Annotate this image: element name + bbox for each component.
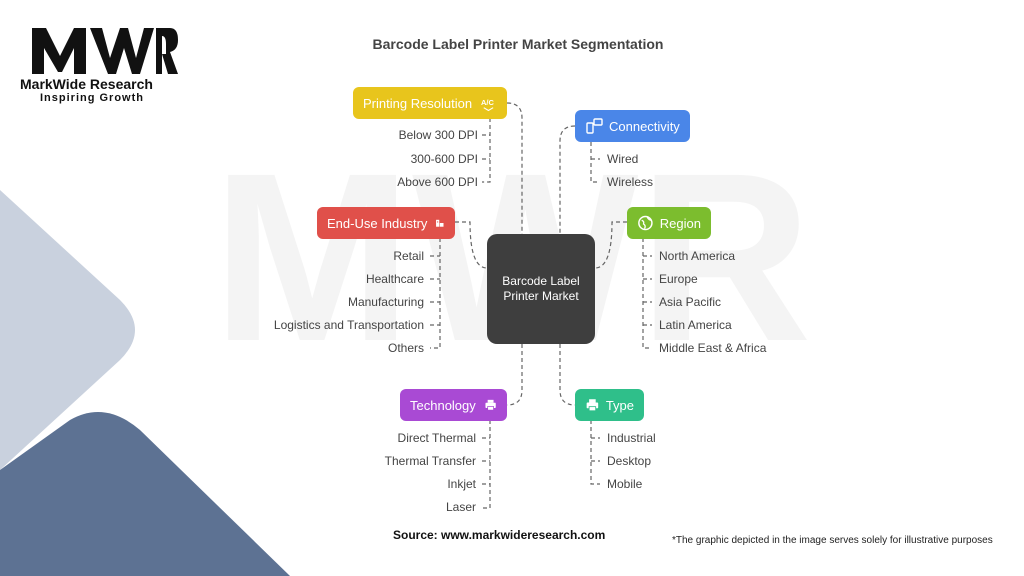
segment-technology[interactable]: Technology (400, 389, 507, 421)
list-item: Wireless (607, 175, 654, 189)
list-item: Thermal Transfer (384, 454, 476, 468)
printer-icon (485, 399, 496, 411)
segment-printing-resolution[interactable]: Printing Resolution A/C (353, 87, 507, 119)
diagram-title: Barcode Label Printer Market Segmentatio… (372, 36, 664, 52)
center-node: Barcode Label Printer Market (487, 234, 595, 344)
list-item: Above 600 DPI (397, 175, 478, 189)
devices-icon (586, 118, 603, 134)
segment-label: Region (659, 215, 701, 231)
list-item: Mobile (607, 477, 643, 491)
list-item: North America (659, 249, 736, 263)
list-item: Manufacturing (347, 295, 424, 309)
source-text: Source: www.markwideresearch.com (393, 528, 606, 542)
list-item: Below 300 DPI (398, 128, 478, 142)
segment-label: End-Use Industry (327, 215, 428, 231)
list-item: Middle East & Africa (659, 341, 767, 355)
printer-icon (586, 399, 599, 412)
list-item: Inkjet (447, 477, 476, 491)
list-item: Wired (607, 152, 639, 166)
list-item: Others (387, 341, 424, 355)
list-item: Latin America (659, 318, 732, 332)
list-item: Direct Thermal (397, 431, 476, 445)
list-item: Asia Pacific (659, 295, 722, 309)
list-item: Healthcare (365, 272, 424, 286)
list-item: Logistics and Transportation (273, 318, 424, 332)
segment-label: Type (605, 397, 634, 413)
brand-tagline: Inspiring Growth (40, 92, 144, 104)
segment-end-use-industry[interactable]: End-Use Industry (317, 207, 455, 239)
segment-label: Technology (410, 397, 476, 413)
segment-label: Connectivity (609, 118, 680, 134)
globe-icon (638, 215, 653, 231)
list-item: Retail (393, 249, 424, 263)
list-item: Europe (659, 272, 698, 286)
brand-name: MarkWide Research (20, 76, 153, 92)
segment-type[interactable]: Type (575, 389, 644, 421)
segment-label: Printing Resolution (363, 95, 473, 111)
factory-icon (436, 219, 444, 227)
background-decoration (0, 190, 290, 576)
list-item: 300-600 DPI (410, 152, 478, 166)
text-format-icon: A/C (481, 98, 495, 112)
list-item: Desktop (607, 454, 652, 468)
disclaimer-text: *The graphic depicted in the image serve… (672, 535, 993, 546)
svg-text:A/C: A/C (481, 98, 495, 107)
list-item: Industrial (607, 431, 656, 445)
brand-logo (32, 28, 178, 74)
list-item: Laser (445, 500, 476, 514)
segment-connectivity[interactable]: Connectivity (575, 110, 690, 142)
center-label: Barcode Label Printer Market (502, 274, 580, 303)
segment-region[interactable]: Region (627, 207, 711, 239)
